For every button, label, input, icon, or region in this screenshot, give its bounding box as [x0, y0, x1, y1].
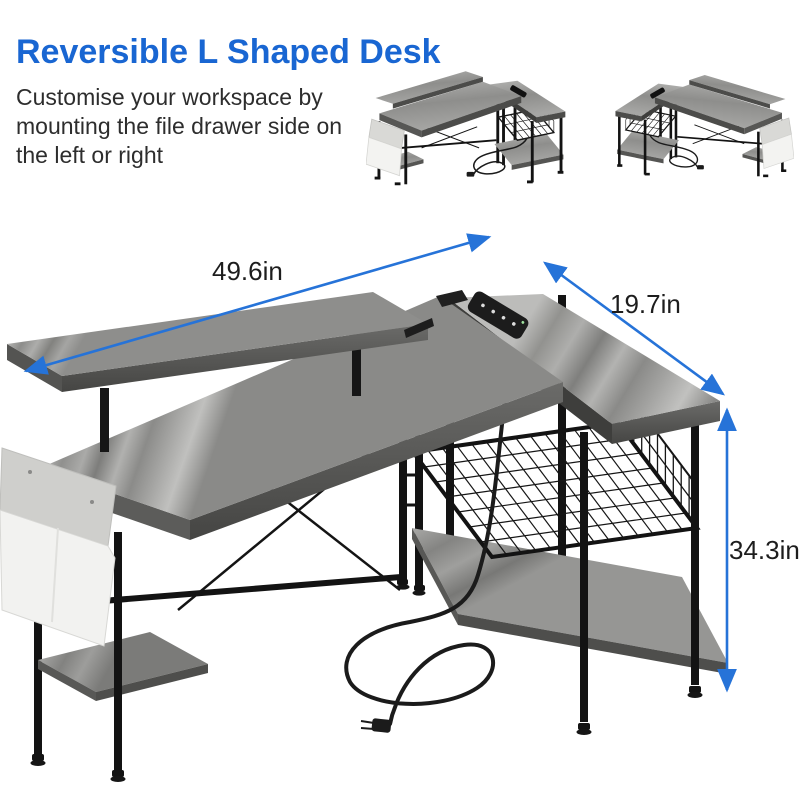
desk-drawer-left-thumbnail [366, 70, 567, 187]
desk-drawer-right-thumbnail [614, 74, 794, 179]
subtitle-text: Customise your workspace by mounting the… [16, 84, 343, 169]
power-cord [344, 398, 507, 733]
depth-dimension-label: 19.7in [610, 289, 681, 319]
bottom-left-shelf [38, 632, 208, 701]
power-plug [360, 718, 392, 733]
depth-arrow [543, 261, 725, 396]
page-title: Reversible L Shaped Desk [16, 32, 441, 71]
lower-shelf [412, 528, 728, 674]
width-arrow [23, 233, 492, 375]
width-dimension-label: 49.6in [212, 256, 283, 286]
right-shelf-unit [409, 295, 728, 735]
height-dimension-label: 34.3in [729, 535, 800, 565]
file-pocket [0, 447, 117, 647]
